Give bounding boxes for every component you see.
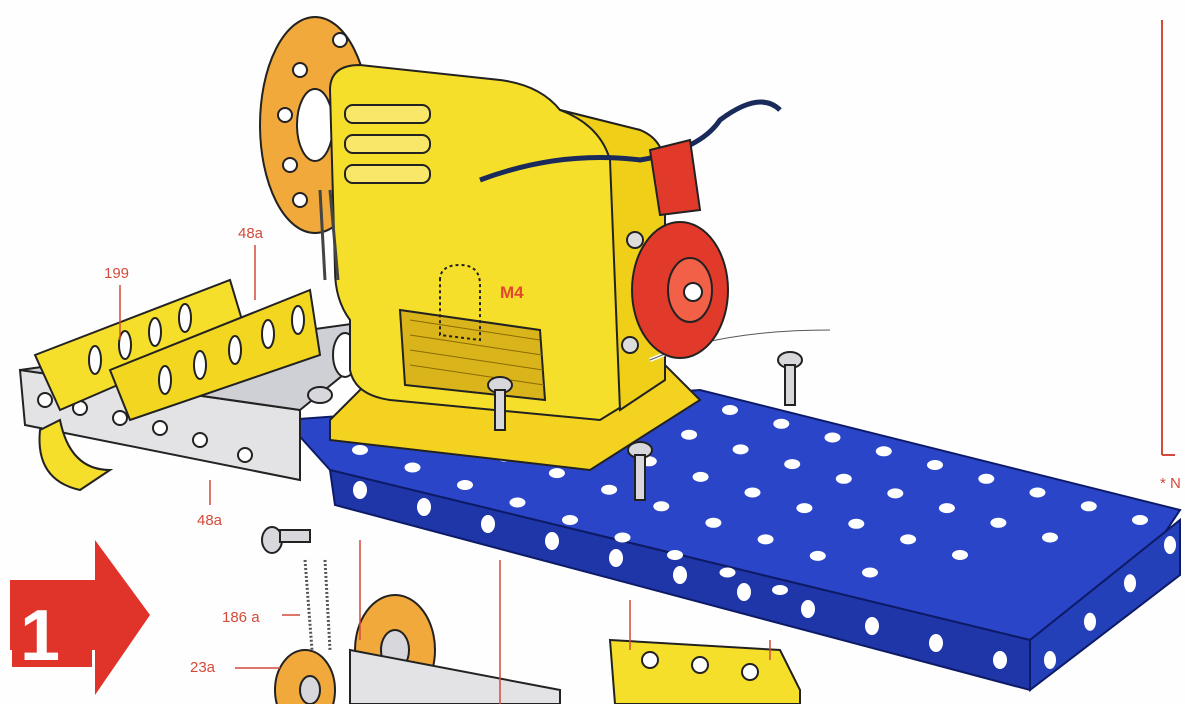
part-label-23a: 23a [190, 659, 216, 676]
plate-hole [810, 551, 826, 561]
bolt [308, 387, 332, 403]
plate-hole [1132, 515, 1148, 525]
bolt [778, 352, 802, 405]
flange-hole [1164, 536, 1176, 554]
plate-hole [681, 430, 697, 440]
plate-hole [601, 485, 617, 495]
plate-hole [733, 444, 749, 454]
flange-hole [1044, 651, 1056, 669]
plate-hole [978, 474, 994, 484]
plate-hole [876, 446, 892, 456]
flange-hole [801, 600, 815, 618]
plate-hole [457, 480, 473, 490]
plate-hole [720, 568, 736, 578]
plate-hole [772, 585, 788, 595]
plate-hole [1042, 533, 1058, 543]
plate-hole [784, 459, 800, 469]
part-label-48a-top: 48a [238, 225, 264, 242]
plate-hole [549, 468, 565, 478]
plate-hole [927, 460, 943, 470]
plate-hole [1081, 501, 1097, 511]
flange-hole [1124, 574, 1136, 592]
plate-hole [722, 405, 738, 415]
plate-hole [796, 503, 812, 513]
flange-hole [673, 566, 687, 584]
flange-hole [545, 532, 559, 550]
plate-hole [758, 534, 774, 544]
step-number: 1 [20, 596, 60, 676]
plate-hole [825, 433, 841, 443]
plate-hole [773, 419, 789, 429]
plate-hole [952, 550, 968, 560]
part-label-186a: 186 a [222, 609, 260, 626]
step-arrow: 1 [10, 540, 150, 695]
plate-hole [862, 568, 878, 578]
plate-hole [352, 445, 368, 455]
flange-hole [417, 498, 431, 516]
flange-hole [609, 549, 623, 567]
flange-hole [1084, 613, 1096, 631]
motor-label: M4 [500, 283, 524, 302]
plate-hole [836, 474, 852, 484]
bolt [262, 527, 310, 553]
plate-hole [887, 488, 903, 498]
flange-hole [865, 617, 879, 635]
plate-hole [705, 518, 721, 528]
plate-hole [693, 472, 709, 482]
plate-hole [900, 534, 916, 544]
plate-hole [990, 518, 1006, 528]
edge-text: * N [1160, 475, 1181, 492]
plate-hole [939, 503, 955, 513]
flange-hole [929, 634, 943, 652]
flange-hole [353, 481, 367, 499]
plate-hole [848, 519, 864, 529]
plate-hole [562, 515, 578, 525]
plate-hole [405, 463, 421, 473]
plate-hole [615, 533, 631, 543]
part-label-199: 199 [104, 265, 129, 282]
plate-hole [653, 501, 669, 511]
plate-hole [745, 488, 761, 498]
plate-hole [667, 550, 683, 560]
flange-hole [481, 515, 495, 533]
flange-hole [737, 583, 751, 601]
part-label-48a-bottom: 48a [197, 512, 223, 529]
plate-hole [1030, 488, 1046, 498]
plate-hole [510, 498, 526, 508]
flange-hole [993, 651, 1007, 669]
